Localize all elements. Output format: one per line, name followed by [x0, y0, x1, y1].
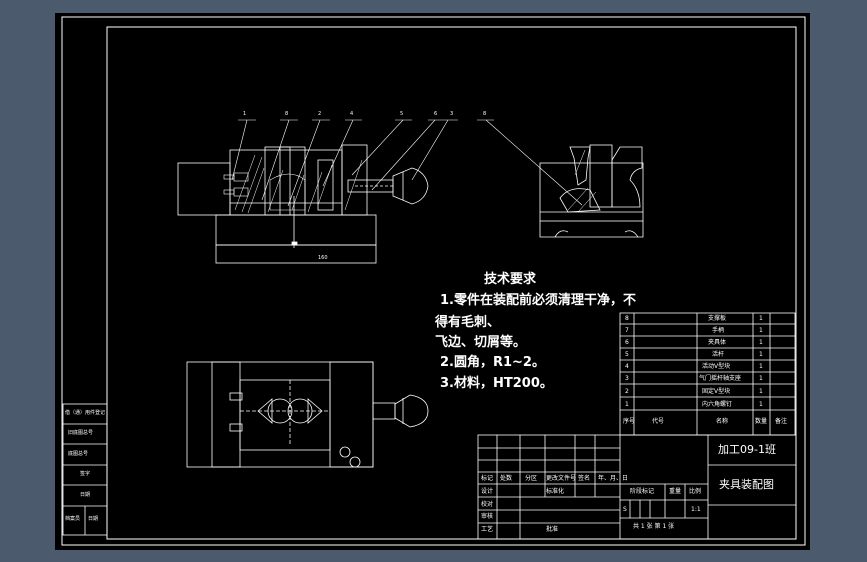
part-qty: 1 — [759, 339, 763, 346]
part-qty: 1 — [759, 315, 763, 322]
drawing-name: 夹具装配图 — [719, 478, 774, 491]
part-name: 固定V型块 — [702, 388, 731, 395]
side-strip — [62, 403, 108, 536]
balloon-1: 1 — [243, 111, 247, 117]
class-name: 加工09-1班 — [718, 443, 776, 456]
part-qty: 1 — [759, 351, 763, 358]
part-name: 支撑板 — [708, 315, 727, 322]
sheets-text: 共 1 张 第 1 张 — [633, 523, 675, 530]
stage-value: S — [623, 506, 627, 513]
sign-label: 签名 — [578, 475, 591, 482]
parts-header-note: 备注 — [775, 418, 788, 425]
weight-label: 重量 — [669, 488, 682, 495]
front-view — [177, 144, 429, 264]
side-strip-label: 旧底图总号 — [68, 430, 94, 436]
part-no: 8 — [625, 315, 629, 322]
part-qty: 1 — [759, 327, 763, 334]
side-strip-label: 签字 — [80, 471, 91, 477]
scale-value: 1:1 — [691, 506, 701, 513]
balloon-8: 8 — [483, 111, 487, 117]
requirement-line-2: 得有毛刺、 — [435, 315, 501, 330]
drawing-border — [106, 26, 797, 540]
scale-label: 比例 — [689, 488, 702, 495]
part-qty: 1 — [759, 388, 763, 395]
part-no: 4 — [625, 363, 629, 370]
zone-label: 分区 — [525, 475, 538, 482]
part-no: 2 — [625, 388, 629, 395]
side-strip-label: 借（通）用件登记 — [65, 410, 106, 416]
parts-header-name: 名称 — [716, 418, 729, 425]
review-label: 审核 — [481, 513, 494, 520]
balloon-6: 6 — [434, 111, 438, 117]
part-no: 1 — [625, 401, 629, 408]
design-label: 设计 — [481, 488, 494, 495]
balloon-5: 5 — [400, 111, 404, 117]
balloon-3: 2 — [318, 111, 322, 117]
parts-header-code: 代号 — [652, 418, 665, 425]
side-view — [539, 144, 644, 238]
requirement-line-5: 3.材料，HT200。 — [440, 376, 553, 391]
part-name: 夹具体 — [708, 339, 727, 346]
part-name: 手柄 — [712, 327, 725, 334]
side-strip-label: 底图总号 — [68, 451, 89, 457]
requirement-line-1: 1.零件在装配前必须清理干净，不 — [440, 293, 636, 308]
top-view — [186, 361, 429, 468]
title-block — [477, 434, 797, 540]
parts-header-qty: 数量 — [755, 418, 768, 425]
approve-label: 批准 — [546, 526, 559, 533]
balloon-7: 3 — [450, 111, 454, 117]
requirements-title: 技术要求 — [484, 272, 537, 287]
process-label: 工艺 — [481, 526, 494, 533]
stage-label: 阶段标记 — [630, 488, 655, 495]
part-name: 内六角螺钉 — [702, 401, 733, 408]
balloon-2: 8 — [285, 111, 289, 117]
mark-label: 标记 — [481, 475, 494, 482]
part-no: 7 — [625, 327, 629, 334]
parts-header-no: 序号 — [623, 418, 636, 425]
part-name: 活动V型块 — [702, 363, 731, 370]
part-no: 3 — [625, 375, 629, 382]
side-strip-label: 日期 — [88, 516, 99, 522]
date-label: 年、月、日 — [598, 475, 629, 482]
part-qty: 1 — [759, 375, 763, 382]
part-no: 6 — [625, 339, 629, 346]
requirement-line-4: 2.圆角，R1~2。 — [440, 355, 545, 370]
side-strip-label: 档案员 — [65, 516, 81, 522]
part-name: 气门摇杆轴支座 — [699, 375, 742, 382]
requirement-line-3: 飞边、切屑等。 — [435, 335, 527, 350]
balloon-leaders — [231, 119, 583, 207]
change-doc-label: 更改文件号 — [546, 475, 577, 482]
count-label: 处数 — [500, 475, 513, 482]
std-label: 标准化 — [546, 488, 565, 495]
part-no: 5 — [625, 351, 629, 358]
part-qty: 1 — [759, 363, 763, 370]
drawing-sheet — [55, 13, 810, 550]
side-strip-label: 日期 — [80, 492, 91, 498]
check-label: 校对 — [481, 501, 494, 508]
part-name: 活杆 — [712, 351, 725, 358]
balloon-4: 4 — [350, 111, 354, 117]
dimension-label: 160 — [318, 255, 328, 261]
part-qty: 1 — [759, 401, 763, 408]
